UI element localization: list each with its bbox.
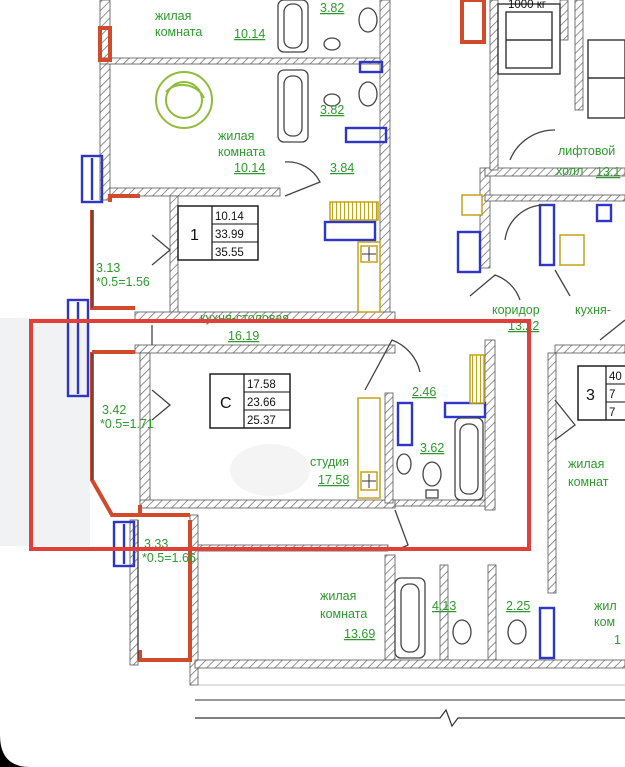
svg-text:лифтовой: лифтовой [558, 144, 615, 158]
svg-text:студия: студия [310, 455, 349, 469]
kitchen-units [329, 194, 585, 499]
elevator-icon [497, 3, 625, 119]
svg-text:комната: комната [320, 607, 367, 621]
svg-text:2.46: 2.46 [412, 385, 436, 399]
svg-text:10.14: 10.14 [215, 211, 244, 223]
apt1-info: 1 10.14 33.99 35.55 [177, 205, 259, 261]
svg-text:2.25: 2.25 [506, 599, 530, 613]
svg-text:комната: комната [218, 145, 265, 159]
watermark-blur [230, 444, 310, 496]
svg-text:25.37: 25.37 [247, 415, 276, 427]
plant-icon [155, 71, 213, 129]
apt3-info: 3 40 7 7 [577, 365, 625, 421]
elevator-capacity: 1000 кг [508, 0, 546, 11]
svg-text:комната: комната [155, 25, 202, 39]
svg-text:холл: холл [556, 164, 583, 178]
svg-text:3.42: 3.42 [102, 403, 126, 417]
svg-text:17.58: 17.58 [318, 473, 349, 487]
svg-text:ком: ком [594, 615, 615, 629]
svg-text:10.14: 10.14 [234, 27, 265, 41]
svg-text:17.58: 17.58 [247, 379, 276, 391]
highlight-box [29, 319, 531, 551]
corner-shade [0, 735, 30, 767]
break-line [195, 708, 625, 728]
svg-text:3.62: 3.62 [420, 441, 444, 455]
svg-text:комнат: комнат [568, 475, 609, 489]
svg-text:7: 7 [609, 389, 615, 401]
svg-text:35.55: 35.55 [215, 247, 244, 259]
svg-text:4.13: 4.13 [432, 599, 456, 613]
svg-text:жилая: жилая [320, 589, 356, 603]
svg-text:3.13: 3.13 [96, 261, 120, 275]
svg-text:коридор: коридор [492, 303, 540, 317]
svg-text:*0.5=1.71: *0.5=1.71 [100, 417, 154, 431]
aptC-info: С 17.58 23.66 25.37 [209, 373, 291, 429]
svg-text:40: 40 [609, 371, 622, 383]
svg-text:23.66: 23.66 [247, 397, 276, 409]
svg-text:кухня-: кухня- [575, 303, 611, 317]
svg-text:3.82: 3.82 [320, 1, 344, 15]
svg-text:жилая: жилая [218, 129, 254, 143]
svg-text:3.84: 3.84 [330, 161, 354, 175]
svg-text:16.19: 16.19 [228, 329, 259, 343]
apt1-number: 1 [190, 227, 199, 244]
svg-text:жилая: жилая [568, 457, 604, 471]
svg-text:3.82: 3.82 [320, 103, 344, 117]
windows [66, 60, 613, 660]
svg-text:*0.5=1.66: *0.5=1.66 [142, 551, 196, 565]
svg-text:13.69: 13.69 [344, 627, 375, 641]
svg-text:33.99: 33.99 [215, 229, 244, 241]
svg-text:*0.5=1.56: *0.5=1.56 [96, 275, 150, 289]
svg-text:1: 1 [614, 633, 621, 647]
svg-text:13.1: 13.1 [596, 165, 620, 179]
walls [99, 0, 625, 686]
svg-text:10.14: 10.14 [234, 161, 265, 175]
aptC-number: С [220, 395, 232, 412]
apt3-number: 3 [586, 387, 595, 404]
svg-text:жил: жил [594, 599, 617, 613]
bath-fixtures [277, 0, 527, 659]
svg-text:7: 7 [609, 407, 615, 419]
svg-text:жилая: жилая [155, 9, 191, 23]
